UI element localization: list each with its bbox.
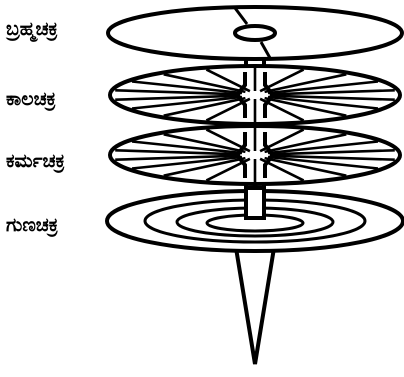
disc-brahma-hub bbox=[235, 26, 275, 40]
label-kala-chakra: ಕಾಲಚಕ್ರ bbox=[6, 90, 56, 109]
label-brahma-chakra: ಬ್ರಹ್ಮಚಕ್ರ bbox=[6, 20, 58, 39]
label-guna-chakra: ಗುಣಚಕ್ರ bbox=[6, 216, 58, 235]
label-karma-chakra: ಕರ್ಮಚಕ್ರ bbox=[6, 152, 65, 171]
disc-guna-shaft bbox=[246, 188, 264, 218]
spindle-point bbox=[236, 248, 274, 364]
